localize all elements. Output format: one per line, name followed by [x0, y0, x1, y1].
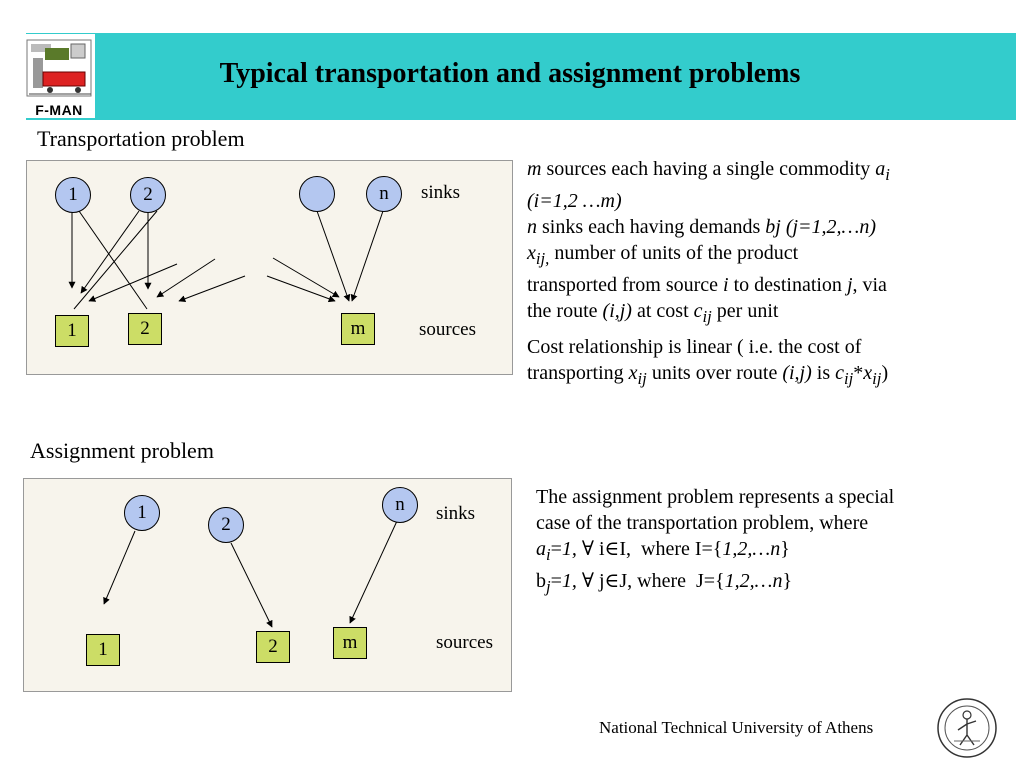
arc: [156, 258, 216, 298]
assignment-diagram: 1 2 n sinks 1 2 m sources: [23, 478, 512, 692]
arc: [80, 210, 140, 294]
sources-label: sources: [419, 319, 476, 340]
source-box: 2: [256, 631, 290, 663]
title-bar: [26, 33, 1016, 120]
arc: [103, 530, 136, 605]
sink-node: 1: [124, 495, 160, 531]
source-box: m: [333, 627, 367, 659]
sources-label: sources: [436, 632, 493, 653]
arc: [272, 257, 340, 298]
source-box: 1: [55, 315, 89, 347]
sink-node: n: [366, 176, 402, 212]
sink-node: [299, 176, 335, 212]
sink-node: 2: [130, 177, 166, 213]
institution-name: National Technical University of Athens: [599, 718, 874, 737]
sinks-label: sinks: [421, 182, 461, 203]
source-box: m: [341, 313, 375, 345]
assignment-description: The assignment problem represents a spec…: [536, 486, 895, 596]
sink-node: n: [382, 487, 418, 523]
arc: [88, 263, 178, 302]
page-title: Typical transportation and assignment pr…: [219, 58, 801, 89]
transportation-heading: Transportation problem: [37, 126, 245, 151]
transportation-diagram: 1 2 n sinks 1 2 m sources: [26, 160, 513, 375]
arc: [266, 275, 336, 303]
arc: [230, 542, 273, 628]
sink-node: 2: [208, 507, 244, 543]
fman-logo: F-MAN: [23, 34, 95, 118]
arc: [78, 210, 148, 310]
sinks-label: sinks: [436, 503, 476, 524]
assignment-arcs: [103, 520, 398, 628]
logo-graphic-icon: [26, 39, 92, 97]
arc: [349, 520, 398, 624]
source-box: 1: [86, 634, 120, 666]
university-seal-icon: [936, 697, 998, 759]
source-box: 2: [128, 313, 162, 345]
arc: [350, 210, 384, 302]
arc: [178, 275, 246, 303]
logo-text: F-MAN: [35, 102, 83, 118]
assignment-heading: Assignment problem: [30, 438, 214, 463]
transportation-description: m sources each having a single commodity…: [527, 158, 890, 388]
arc: [316, 210, 351, 302]
arc: [73, 210, 158, 310]
sink-node: 1: [55, 177, 91, 213]
transportation-arcs: [68, 210, 384, 310]
